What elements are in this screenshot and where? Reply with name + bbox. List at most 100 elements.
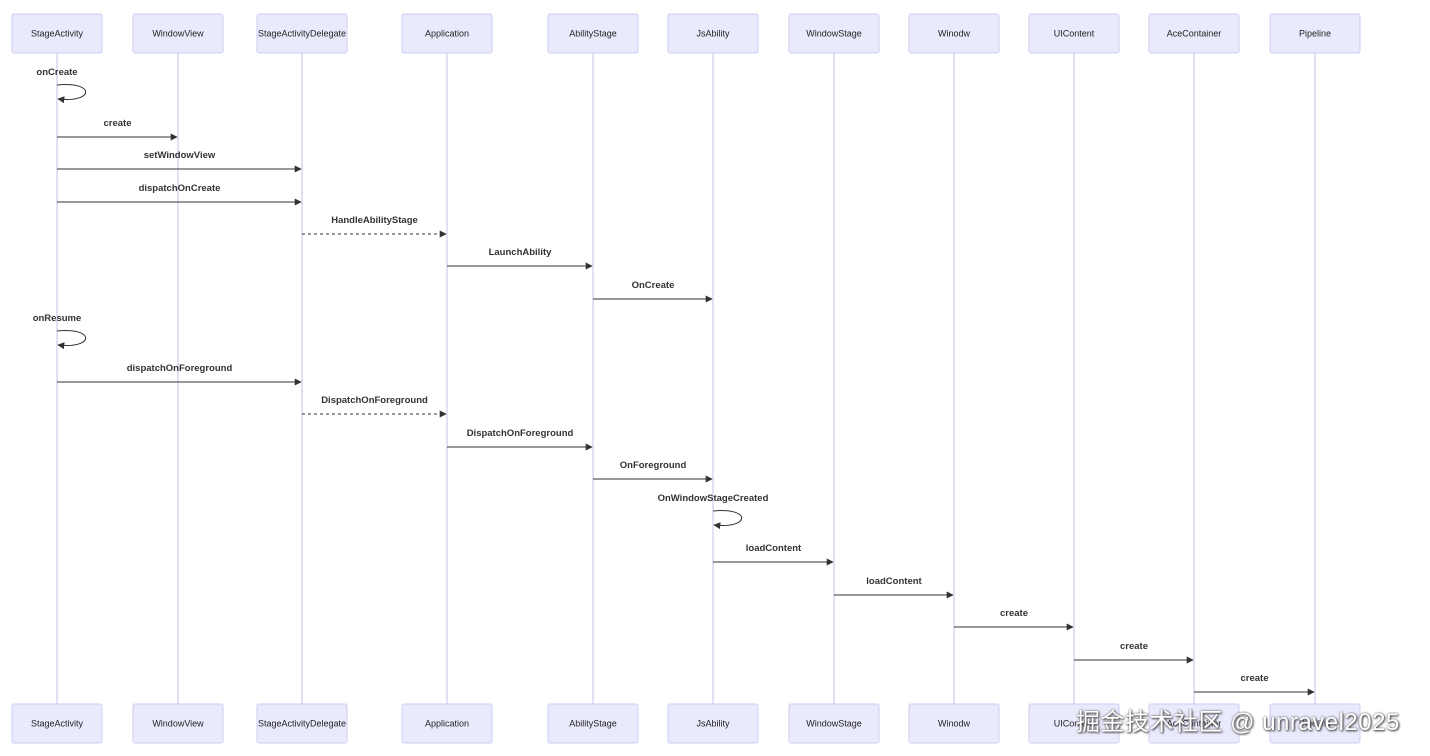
actor-label: AbilityStage [569, 719, 617, 729]
actor-box-bottom-winodw: Winodw [908, 703, 1000, 744]
actor-box-bottom-abilitystage: AbilityStage [547, 703, 639, 744]
actor-label: AceContainer [1167, 29, 1222, 39]
message-label: OnCreate [632, 280, 675, 291]
message-9: dispatchOnForeground [57, 363, 302, 386]
actor-rect [132, 13, 224, 54]
actor-box-top-stageactivitydelegate: StageActivityDelegate [256, 13, 348, 54]
actor-rect [788, 13, 880, 54]
message-17: create [1074, 641, 1194, 664]
actor-label: Application [425, 29, 469, 39]
actor-label: WindowStage [806, 29, 862, 39]
message-11: DispatchOnForeground [447, 428, 593, 451]
message-label: create [1120, 641, 1148, 652]
message-label: loadContent [746, 543, 802, 554]
actor-box-bottom-windowstage: WindowStage [788, 703, 880, 744]
actor-label: WindowView [152, 29, 204, 39]
actor-rect [547, 13, 639, 54]
actor-rect [788, 703, 880, 744]
message-label: dispatchOnCreate [139, 183, 221, 194]
message-label: HandleAbilityStage [331, 215, 418, 226]
message-label: dispatchOnForeground [127, 363, 233, 374]
actor-label: UIContent [1054, 29, 1095, 39]
message-label: loadContent [866, 576, 922, 587]
actor-box-bottom-application: Application [401, 703, 493, 744]
actor-rect [256, 13, 348, 54]
message-label: create [1000, 608, 1028, 619]
actor-label: JsAbility [696, 29, 730, 39]
actor-label: WindowView [152, 719, 204, 729]
actor-label: JsAbility [696, 719, 730, 729]
actor-rect [547, 703, 639, 744]
message-12: OnForeground [593, 460, 713, 483]
message-3: setWindowView [57, 150, 302, 173]
actor-rect [1028, 703, 1120, 744]
actor-rect [1148, 703, 1240, 744]
actor-label: Winodw [938, 29, 971, 39]
watermark-text: 掘金技术社区 @ unravel2025 [1076, 709, 1400, 736]
message-5: HandleAbilityStage [302, 215, 447, 238]
actor-box-bottom-stageactivitydelegate: StageActivityDelegate [256, 703, 348, 744]
message-label: DispatchOnForeground [321, 395, 428, 406]
actor-box-top-abilitystage: AbilityStage [547, 13, 639, 54]
message-8: onResume [33, 313, 87, 350]
actor-rect [11, 703, 103, 744]
actor-label: StageActivityDelegate [258, 719, 346, 729]
message-7: OnCreate [593, 280, 713, 303]
actor-box-bottom-pipeline: Pipeline [1269, 703, 1361, 744]
message-15: loadContent [834, 576, 954, 599]
actor-box-top-pipeline: Pipeline [1269, 13, 1361, 54]
actor-box-top-windowview: WindowView [132, 13, 224, 54]
actor-rect [1269, 13, 1361, 54]
actor-rect [401, 703, 493, 744]
message-16: create [954, 608, 1074, 631]
message-10: DispatchOnForeground [302, 395, 447, 418]
message-6: LaunchAbility [447, 247, 593, 270]
actor-rect [1269, 703, 1361, 744]
actor-box-top-acecontainer: AceContainer [1148, 13, 1240, 54]
actor-label: Pipeline [1299, 719, 1331, 729]
actor-box-bottom-uicontent: UIContent [1028, 703, 1120, 744]
actor-label: StageActivity [31, 719, 84, 729]
self-arrow [56, 330, 87, 350]
actor-label: StageActivityDelegate [258, 29, 346, 39]
message-4: dispatchOnCreate [57, 183, 302, 206]
message-14: loadContent [713, 543, 834, 566]
actor-label: Application [425, 719, 469, 729]
actor-rect [667, 13, 759, 54]
actor-rect [132, 703, 224, 744]
self-arrow [56, 84, 87, 104]
message-label: onResume [33, 313, 82, 324]
actor-rect [1028, 13, 1120, 54]
actor-box-bottom-jsability: JsAbility [667, 703, 759, 744]
message-label: OnWindowStageCreated [658, 493, 769, 504]
actor-box-bottom-acecontainer: AceContainer [1148, 703, 1240, 744]
actor-rect [908, 13, 1000, 54]
message-label: LaunchAbility [489, 247, 553, 258]
self-arrow [712, 510, 743, 530]
actor-label: StageActivity [31, 29, 84, 39]
actor-rect [667, 703, 759, 744]
message-label: DispatchOnForeground [467, 428, 574, 439]
actor-rect [256, 703, 348, 744]
actor-label: Winodw [938, 719, 971, 729]
actor-box-top-uicontent: UIContent [1028, 13, 1120, 54]
actor-rect [11, 13, 103, 54]
message-label: setWindowView [144, 150, 216, 161]
message-1: onCreate [36, 67, 87, 104]
actor-box-top-application: Application [401, 13, 493, 54]
actor-box-bottom-stageactivity: StageActivity [11, 703, 103, 744]
actor-label: Pipeline [1299, 29, 1331, 39]
message-label: onCreate [36, 67, 77, 78]
actor-box-top-windowstage: WindowStage [788, 13, 880, 54]
actor-box-top-jsability: JsAbility [667, 13, 759, 54]
actor-label: UIContent [1054, 719, 1095, 729]
message-label: OnForeground [620, 460, 687, 471]
actor-rect [908, 703, 1000, 744]
actor-rect [401, 13, 493, 54]
message-label: create [1241, 673, 1269, 684]
actor-box-top-winodw: Winodw [908, 13, 1000, 54]
message-13: OnWindowStageCreated [658, 493, 769, 530]
actor-label: AbilityStage [569, 29, 617, 39]
actor-label: AceContainer [1167, 719, 1222, 729]
